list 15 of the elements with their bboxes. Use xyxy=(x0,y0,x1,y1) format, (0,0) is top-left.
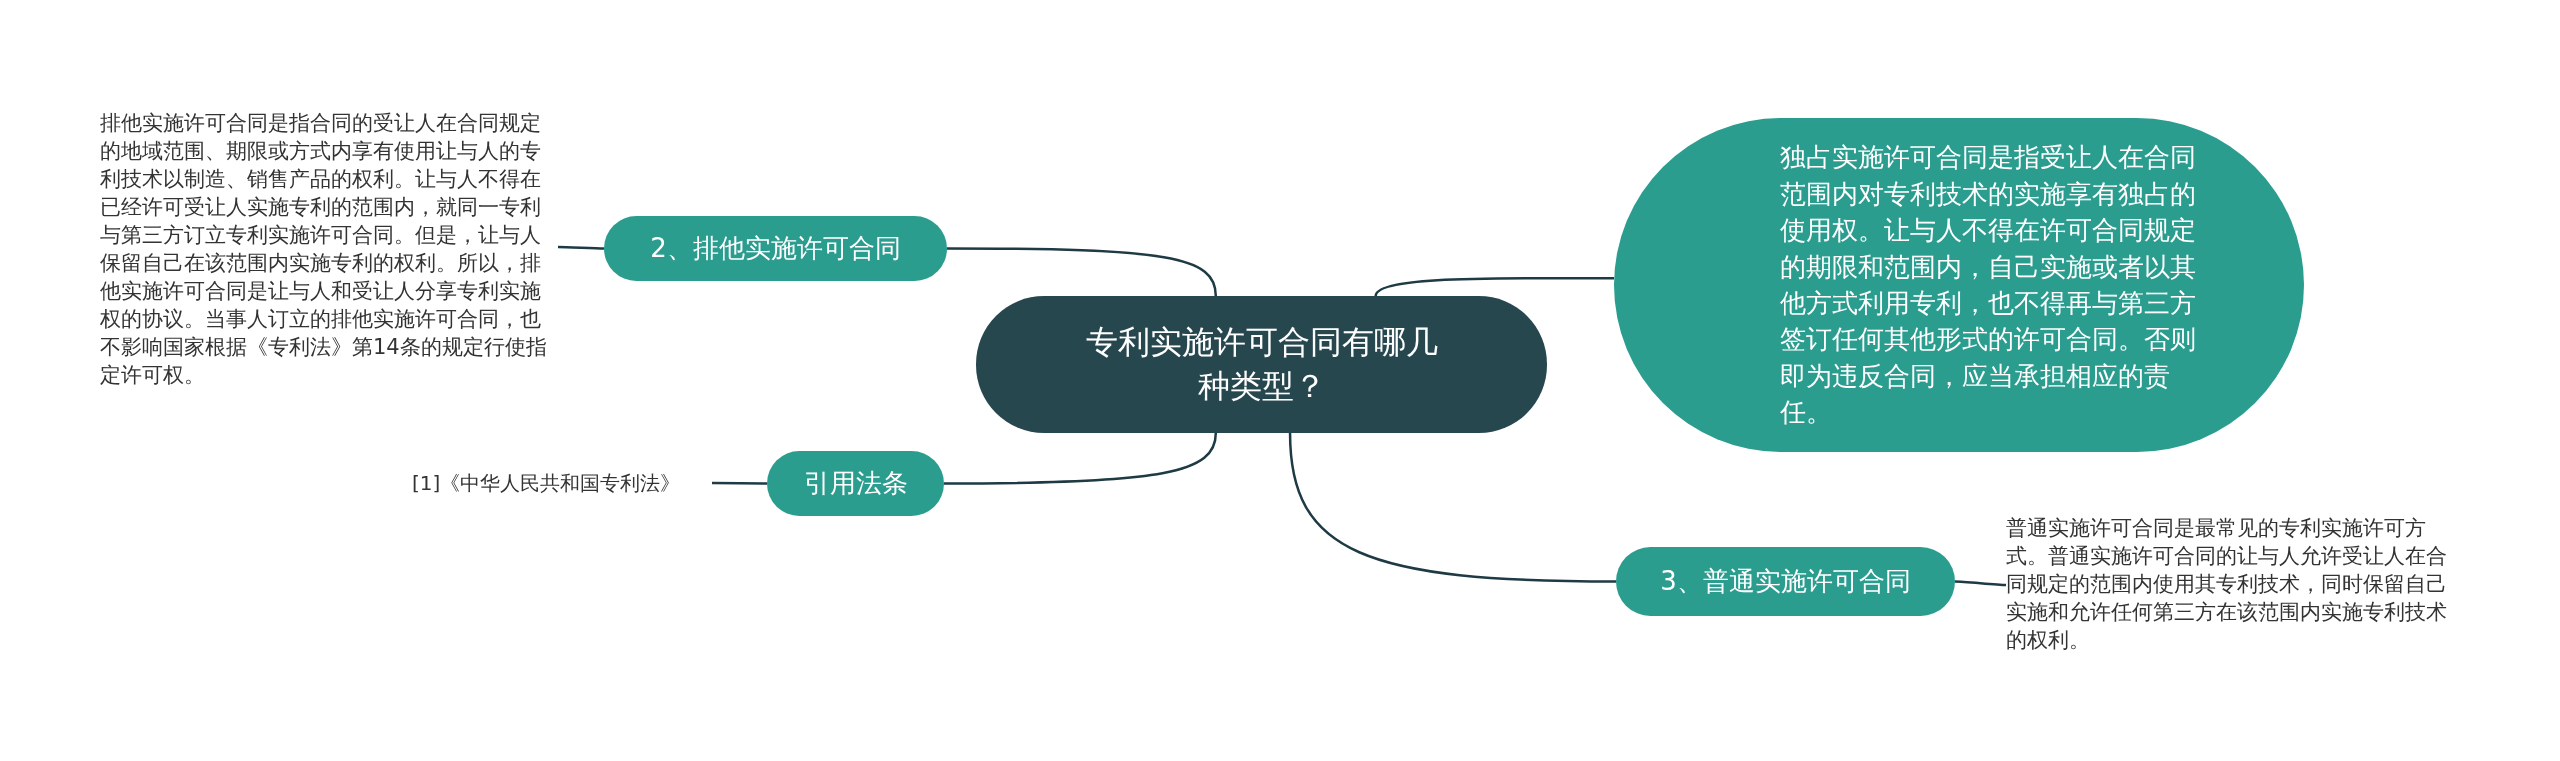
connector-line xyxy=(558,245,604,250)
connector-line xyxy=(944,432,1218,485)
citation-text: [1]《中华人民共和国专利法》 xyxy=(412,466,712,500)
description-text: 普通实施许可合同是最常见的专利实施许可方式。普通实施许可合同的让与人允许受让人在合同规定的范围内使用其专利技术，同时保留自己实施和允许任何第三方在该范围内实施专利技术的权利。 xyxy=(2006,510,2464,660)
topic-label: 引用法条 xyxy=(803,466,908,500)
description-text: 排他实施许可合同是指合同的受让人在合同规定的地域范围、期限或方式内享有使用让与人的专利技术以制造、销售产品的权利。让与人不得在已经许可受让人实施专利的范围内，就同一专利与第三方订立专利实施许可合同。但是，让与人保留自己在该范围内实施专利的权利。所以，排他实施许可合同是让与人和受让人分享专利实施权的协议。当事人订立的排他实施许可合同，也不影响国家根据《专利法》第14条的规定行使指定许可权。 xyxy=(100,104,558,396)
description-text: 独占实施许可合同是指受让人在合同范围内对专利技术的实施享有独占的使用权。让与人不得在许可合同规定的期限和范围内，自己实施或者以其他方式利用专利，也不得再与第三方签订任何其他形式的许可合同。否则即为违反合同，应当承担相应的责任。 xyxy=(1780,141,2197,430)
topic-label: 3、普通实施许可合同 xyxy=(1660,564,1911,598)
connector-line xyxy=(1954,580,2007,587)
connector-line xyxy=(1374,277,1614,297)
connector-line xyxy=(1288,432,1616,583)
topic-label: 2、排他实施许可合同 xyxy=(650,231,901,265)
connector-line xyxy=(947,247,1218,297)
connector-line xyxy=(712,481,767,485)
central-topic-label: 专利实施许可合同有哪几种类型？ xyxy=(1084,322,1439,407)
